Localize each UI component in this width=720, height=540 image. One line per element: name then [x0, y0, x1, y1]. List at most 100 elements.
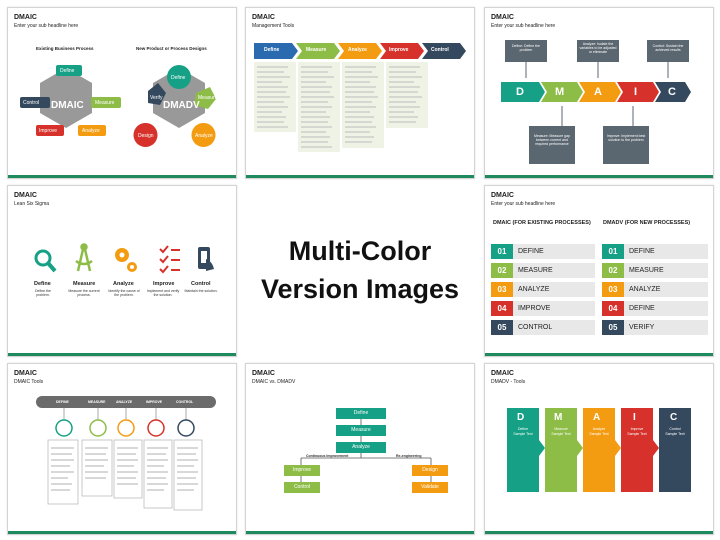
stack-measure: Measure	[351, 427, 371, 433]
dmadv-measure	[194, 87, 216, 109]
right-heading: New Product or Process Designs	[136, 46, 207, 51]
label-define: Define	[34, 281, 51, 287]
slide-subtitle: Enter your sub headline here	[491, 201, 556, 207]
desc-analyze: Identify the cause of the problem.	[108, 289, 140, 297]
slide-subtitle: DMAIC Tools	[14, 379, 44, 385]
letter-i: I	[634, 86, 638, 98]
letter-m: M	[555, 86, 565, 98]
slide-subtitle: Enter your sub headline here	[491, 23, 556, 29]
letter-c: C	[668, 86, 676, 98]
box-measure: Measure: Measure gap between current and…	[534, 134, 570, 146]
slide-title: DMAIC	[14, 192, 37, 199]
dmadv-analyze	[191, 123, 216, 147]
col-sample-2: Sample Text	[551, 432, 571, 436]
slide-thumb-3[interactable]: DMAIC Enter your sub headline here D M A…	[484, 7, 714, 179]
slide-thumb-7[interactable]: DMAIC DMAIC vs. DMADV Define Measure Ana…	[245, 363, 475, 535]
lean-icons	[34, 243, 214, 274]
col-sample-1: Sample Text	[513, 432, 533, 436]
slide-subtitle: Management Tools	[252, 23, 295, 29]
slide-thumb-8[interactable]: DMAIC DMADV - Tools D M A I C Define Mea…	[484, 363, 714, 535]
col-sample-5: Sample Text	[665, 432, 685, 436]
chain-measure: MEASURE	[88, 400, 106, 404]
chain-control: CONTROL	[176, 400, 194, 404]
r-define: Define	[171, 75, 186, 81]
slide-subtitle: DMADV - Tools	[491, 379, 526, 385]
right-heading: DMADV (FOR NEW PROCESSES)	[603, 220, 691, 226]
hub-dmaic: DMAIC	[51, 100, 84, 111]
r-measure: Measure	[198, 95, 218, 101]
phone-control-icon	[198, 247, 214, 271]
letter-d: D	[516, 86, 524, 98]
col-name-improve: Improve	[630, 427, 644, 431]
vs-tree	[284, 408, 448, 493]
center-heading: Multi-Color Version Images	[250, 232, 470, 308]
tool-text-lines	[257, 66, 422, 148]
slide-title: DMAIC	[491, 192, 514, 199]
compass-icon	[75, 243, 93, 272]
measure-box	[91, 97, 121, 108]
gears-icon	[115, 248, 137, 272]
r-verify: Verify	[150, 95, 163, 101]
hub-dmadv: DMADV	[163, 100, 200, 111]
col-letter-m: M	[554, 412, 563, 423]
step-define: Define	[264, 47, 280, 53]
col-letter-i: I	[633, 412, 636, 423]
branch-left: Continuous Improvement	[306, 454, 349, 458]
col-name-analyze: Analyze	[592, 427, 606, 431]
slide-title: DMAIC	[14, 14, 37, 21]
stack-analyze: Analyze	[352, 444, 370, 450]
dmadv-design	[133, 123, 158, 147]
box-improve: Improve: Implement best solution to the …	[606, 134, 646, 142]
step-improve: Improve	[389, 47, 409, 53]
chain-define: DEFINE	[56, 400, 69, 404]
control-box	[20, 97, 50, 108]
step-control: Control	[431, 47, 449, 53]
right-validate: Validate	[421, 484, 439, 490]
heading-line-2: Version Images	[260, 274, 460, 304]
branch-right: Re-engineering	[396, 454, 422, 458]
desc-define: Define the problem.	[35, 289, 51, 297]
improve-box	[36, 125, 64, 136]
r-analyze: Analyze	[195, 133, 213, 139]
slide-thumb-2[interactable]: DMAIC Management Tools Define Measure An…	[245, 7, 475, 179]
label-measure: Measure	[73, 281, 96, 287]
l-control: Control	[23, 100, 40, 106]
dmaic-timeline	[501, 40, 691, 164]
label-control: Control	[191, 281, 211, 287]
desc-measure: Measure the current process.	[68, 289, 100, 297]
slide-thumb-6[interactable]: DMAIC DMAIC Tools DEFINE MEASURE ANALYZE…	[7, 363, 237, 535]
magnifier-icon	[34, 249, 57, 273]
step-analyze: Analyze	[348, 47, 367, 53]
step-measure: Measure	[306, 47, 327, 53]
define-box	[56, 65, 82, 76]
slide-thumb-4[interactable]: DMAIC Lean Six Sigma Define Measure Anal…	[7, 185, 237, 357]
col-sample-4: Sample Text	[627, 432, 647, 436]
l-analyze: Analyze	[82, 128, 100, 134]
analyze-box	[78, 125, 106, 136]
l-improve: Improve	[39, 128, 58, 134]
col-name-define: Define	[517, 427, 529, 431]
col-name-measure: Measure	[554, 427, 568, 431]
desc-control: Maintain the solution.	[184, 289, 218, 293]
left-heading: Existing Business Process	[36, 46, 94, 51]
col-sample-3: Sample Text	[589, 432, 609, 436]
box-define: Define: Define the problem	[511, 44, 541, 52]
slide-subtitle: Enter your sub headline here	[14, 23, 79, 29]
slide-thumb-1[interactable]: DMAIC Enter your sub headline here Exist…	[7, 7, 237, 179]
left-improve: Improve	[292, 467, 312, 473]
left-control: Control	[293, 484, 311, 490]
checklist-icon	[159, 245, 180, 274]
slide-thumb-5[interactable]: DMAIC Enter your sub headline here DMAIC…	[484, 185, 714, 357]
box-control: Control: Sustain the achieved results	[652, 44, 684, 52]
dmaic-cycle-diagram	[20, 65, 216, 147]
r-design: Design	[138, 133, 154, 139]
